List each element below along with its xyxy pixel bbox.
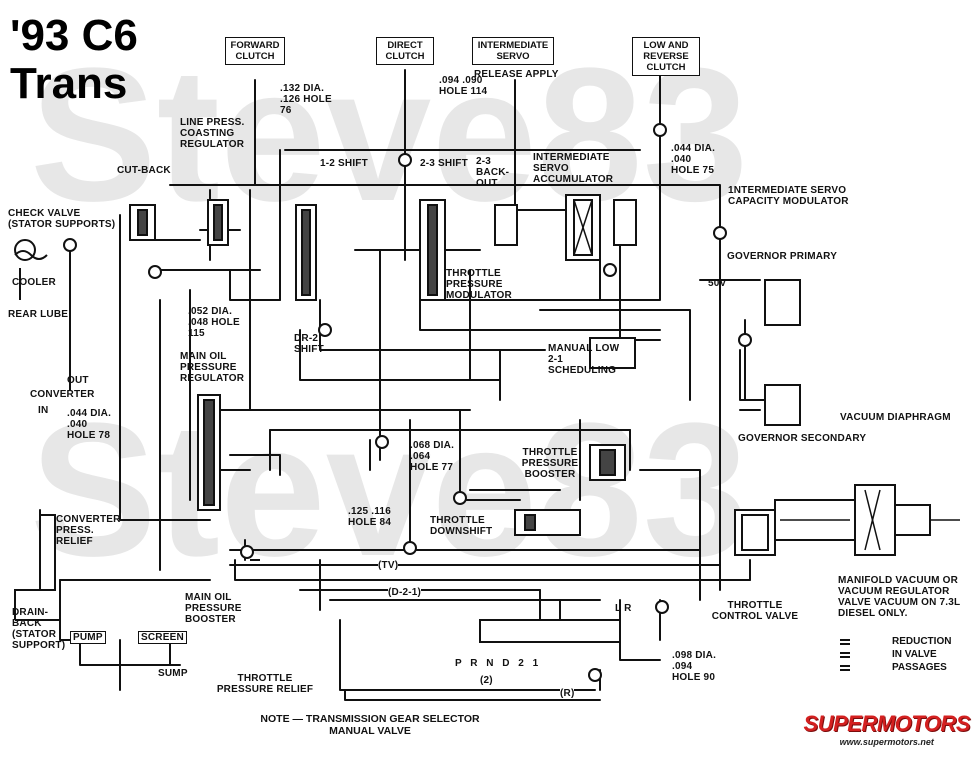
intermediate-accumulator-label: INTERMEDIATE SERVO ACCUMULATOR	[533, 152, 614, 185]
shift-12-label: 1-2 SHIFT	[320, 158, 368, 169]
title-line-1: '93 C6	[10, 11, 138, 60]
legend: REDUCTION IN VALVE PASSAGES	[892, 636, 951, 675]
in-label: IN	[38, 405, 49, 416]
dr2-shift-label: DR-2 SHIFT	[294, 333, 324, 355]
hole-75-label: .044 DIA. .040 HOLE 75	[671, 143, 716, 176]
converter-relief-label: CONVERTER PRESS. RELIEF	[56, 514, 121, 547]
release-apply-label: RELEASE APPLY	[474, 69, 559, 80]
throttle-downshift-label: THROTTLE DOWNSHIFT	[430, 515, 493, 537]
drainback-label: DRAIN-BACK (STATOR SUPPORT)	[12, 607, 66, 651]
watermark-bottom: Steve83	[30, 384, 749, 596]
converter-label: CONVERTER	[30, 389, 95, 400]
pump-label: PUMP	[70, 631, 106, 644]
logo-brand: SUPERMOTORS	[803, 711, 971, 736]
throttle-pressure-modulator-label: THROTTLE PRESSURE MODULATOR	[446, 268, 512, 301]
low-reverse-clutch-box: LOW AND REVERSE CLUTCH	[632, 37, 700, 76]
throttle-relief-label: THROTTLE PRESSURE RELIEF	[216, 673, 314, 695]
watermark-top: Steve83	[30, 29, 749, 241]
two-label: (2)	[480, 675, 493, 686]
screen-label: SCREEN	[138, 631, 187, 644]
main-oil-booster-label: MAIN OIL PRESSURE BOOSTER	[185, 592, 242, 625]
tv-label: (TV)	[378, 560, 399, 571]
main-oil-regulator-label: MAIN OIL PRESSURE REGULATOR	[180, 351, 245, 384]
page-title: '93 C6 Trans	[10, 12, 138, 108]
prnd21-label: P R N D 2 1	[455, 658, 542, 669]
hole-78-label: .044 DIA. .040 HOLE 78	[67, 408, 112, 441]
sov-label: 50V	[708, 278, 727, 289]
manual-valve-note: NOTE — TRANSMISSION GEAR SELECTOR MANUAL…	[260, 713, 480, 737]
legend-reduction: REDUCTION	[892, 636, 952, 647]
rear-lube-label: REAR LUBE	[8, 309, 69, 320]
hole-84-label: .125 .116 HOLE 84	[348, 506, 392, 528]
cooler-label: COOLER	[12, 277, 56, 288]
logo-url: www.supermotors.net	[839, 737, 934, 747]
legend-passages: PASSAGES	[892, 662, 947, 673]
hole-76-label: .132 DIA. .126 HOLE 76	[280, 83, 332, 116]
vacuum-diaphragm-label: VACUUM DIAPHRAGM	[840, 412, 951, 423]
sump-label: SUMP	[158, 668, 188, 679]
intermediate-capacity-label: 1NTERMEDIATE SERVO CAPACITY MODULATOR	[728, 185, 849, 207]
throttle-control-label: THROTTLE CONTROL VALVE	[711, 600, 799, 622]
throttle-pressure-booster-label: THROTTLE PRESSURE BOOSTER	[521, 447, 579, 480]
backout-label: 2-3 BACK- OUT	[476, 156, 510, 189]
manifold-vacuum-label: MANIFOLD VACUUM OR VACUUM REGULATOR VALV…	[838, 575, 961, 619]
forward-clutch-box: FORWARD CLUTCH	[225, 37, 285, 65]
hole-114-label: .094 .090 HOLE 114	[439, 75, 488, 97]
hole-115-label: .052 DIA. .048 HOLE 115	[188, 306, 240, 339]
legend-in-valve: IN VALVE	[892, 649, 937, 660]
line-press-coasting-label: LINE PRESS. COASTING REGULATOR	[180, 117, 245, 150]
intermediate-servo-box: INTERMEDIATE SERVO	[472, 37, 554, 65]
d21-label: (D-2-1)	[388, 587, 422, 598]
lr-label: L R	[615, 603, 632, 614]
supermotors-logo: SUPERMOTORS www.supermotors.net	[803, 711, 971, 747]
out-label: OUT	[67, 375, 89, 386]
check-valve-label: CHECK VALVE (STATOR SUPPORTS)	[8, 208, 116, 230]
cutback-label: CUT-BACK	[117, 165, 171, 176]
manual-low-scheduling-label: MANUAL LOW 2-1 SCHEDULING	[548, 343, 620, 376]
governor-secondary-label: GOVERNOR SECONDARY	[738, 433, 867, 444]
hole-90-label: .098 DIA. .094 HOLE 90	[672, 650, 717, 683]
governor-primary-label: GOVERNOR PRIMARY	[727, 251, 838, 262]
direct-clutch-box: DIRECT CLUTCH	[376, 37, 434, 65]
title-line-2: Trans	[10, 59, 128, 108]
hole-77-label: .068 DIA. .064 HOLE 77	[410, 440, 455, 473]
r-label: (R)	[560, 688, 575, 699]
shift-23-label: 2-3 SHIFT	[420, 158, 468, 169]
